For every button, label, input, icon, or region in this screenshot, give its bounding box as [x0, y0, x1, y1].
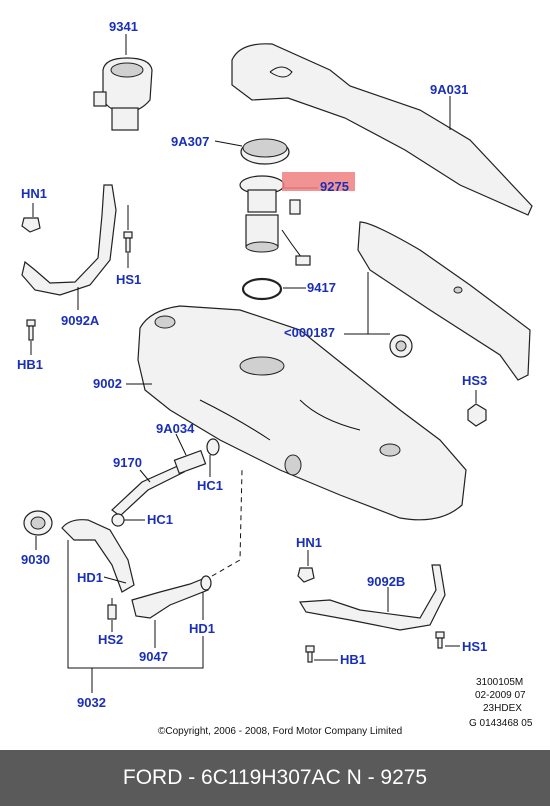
label-9275: 9275: [320, 179, 349, 194]
part-heat-shield-lower: [357, 221, 531, 381]
part-9002-tank: [137, 305, 467, 521]
label-hs2: HS2: [98, 632, 124, 647]
label-9341: 9341: [109, 19, 138, 34]
label-hc1-b: HC1: [147, 512, 174, 527]
part-9417: [241, 277, 283, 301]
label-hc1-a: HC1: [197, 478, 224, 493]
highlight-9275: [282, 172, 355, 191]
part-000187: [389, 334, 413, 358]
label-000187: <000187: [284, 325, 335, 340]
part-9275: [239, 175, 311, 266]
footer-bar: FORD - 6C119H307AC N - 9275: [0, 750, 550, 806]
part-hs3: [467, 403, 487, 427]
part-hb1-bot: [305, 645, 315, 663]
part-hb1-top: [26, 319, 36, 341]
label-9032: 9032: [77, 695, 106, 710]
part-9030: [23, 510, 53, 536]
label-hs1-bot: HS1: [462, 639, 488, 654]
part-9032-filler-pipe: [61, 519, 212, 619]
label-hd1-a: HD1: [77, 570, 104, 585]
label-hs1-top: HS1: [116, 272, 142, 287]
label-9170: 9170: [113, 455, 142, 470]
footer-part-number: FORD - 6C119H307AC N - 9275: [122, 766, 428, 789]
label-9030: 9030: [21, 552, 50, 567]
label-9092a: 9092A: [61, 313, 100, 328]
part-9092b: [298, 564, 446, 631]
part-9a307: [240, 138, 290, 165]
label-9a031: 9A031: [430, 82, 469, 97]
label-hn1-bot: HN1: [296, 535, 323, 550]
label-hb1-top: HB1: [17, 357, 44, 372]
part-hs2: [107, 604, 117, 620]
part-hs1-top: [123, 231, 133, 253]
part-hn1-top: [21, 217, 41, 233]
part-9092a: [21, 184, 117, 296]
part-hc1-b: [111, 513, 125, 527]
label-9a034: 9A034: [156, 421, 195, 436]
label-9417: 9417: [307, 280, 336, 295]
meta-line-3: 23HDEX: [483, 703, 522, 714]
label-hb1-bot: HB1: [340, 652, 367, 667]
part-9a031: [231, 43, 533, 216]
label-9092b: 9092B: [367, 574, 406, 589]
part-9341: [93, 57, 153, 131]
copyright: ©Copyright, 2006 - 2008, Ford Motor Comp…: [158, 726, 403, 737]
part-hn1-bot: [297, 567, 315, 583]
label-9002: 9002: [93, 376, 122, 391]
label-9047: 9047: [139, 649, 168, 664]
label-9a307: 9A307: [171, 134, 210, 149]
meta-line-1: 3100105M: [476, 677, 524, 688]
fuel-system-diagram: [21, 34, 533, 693]
label-hn1-top: HN1: [21, 186, 48, 201]
part-hs1-bot: [435, 631, 445, 649]
label-hd1-b: HD1: [189, 621, 216, 636]
meta-line-2: 02-2009 07: [475, 690, 526, 701]
meta-line-4: G 0143468 05: [469, 718, 533, 729]
part-hc1-a: [206, 438, 220, 456]
label-hs3: HS3: [462, 373, 488, 388]
